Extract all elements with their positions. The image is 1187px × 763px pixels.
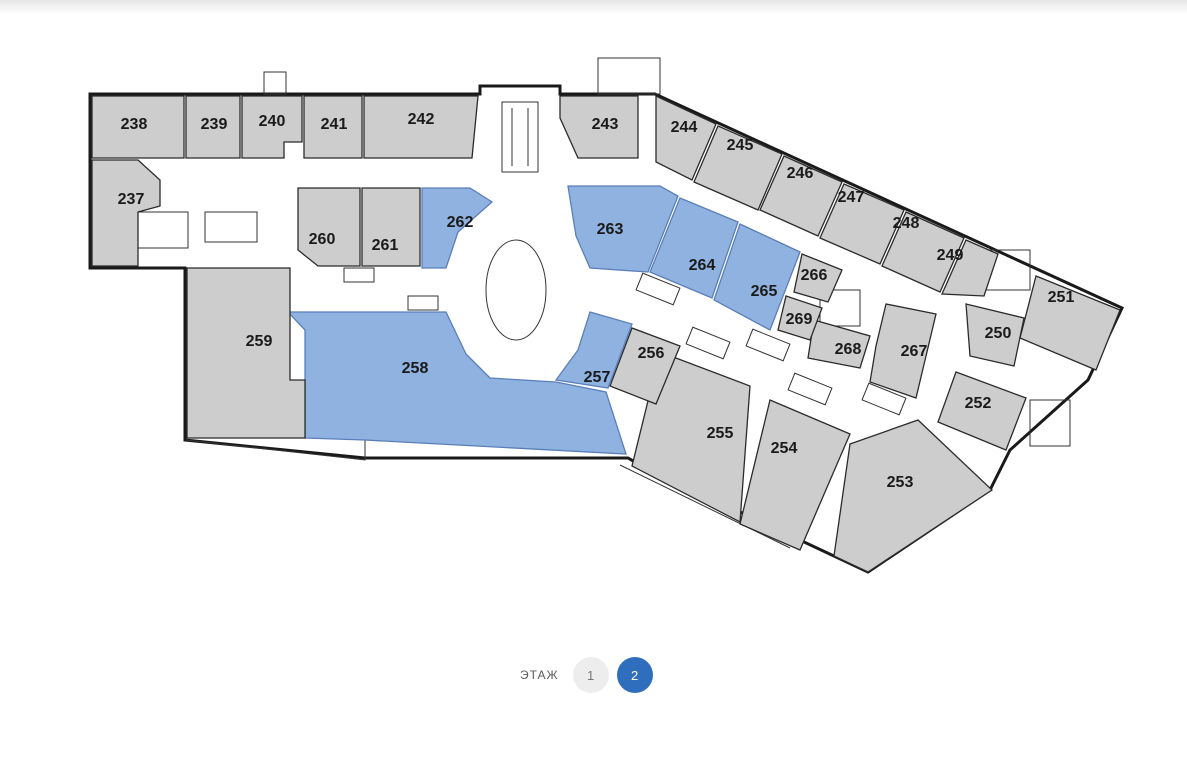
unit-259[interactable]: 259 [186,267,306,439]
unit-shape-244[interactable] [655,94,717,181]
unit-240[interactable]: 240 [241,95,303,159]
unit-shape-263[interactable] [567,185,679,273]
unit-238[interactable]: 238 [91,95,185,159]
unit-shape-268[interactable] [807,319,871,369]
unit-shape-262[interactable] [421,187,494,269]
unit-shape-265[interactable] [713,223,801,331]
unit-shape-245[interactable] [693,125,783,211]
unit-shape-241[interactable] [303,95,363,159]
unit-shape-267[interactable] [869,303,937,399]
unit-shape-254[interactable] [739,399,851,551]
unit-shape-250[interactable] [965,303,1025,367]
unit-shape-260[interactable] [297,187,361,267]
floor-2-button[interactable]: 2 [616,657,653,693]
unit-shape-266[interactable] [793,253,843,303]
unit-239[interactable]: 239 [185,95,241,159]
unit-shape-248[interactable] [881,211,965,293]
building-outline [88,57,1125,574]
unit-shape-237[interactable] [91,159,161,267]
top-bar [0,0,1187,14]
unit-shape-252[interactable] [937,371,1027,451]
unit-shape-259[interactable] [186,267,306,439]
unit-261[interactable]: 261 [361,187,421,267]
unit-267[interactable]: 267 [869,303,937,399]
unit-shape-255[interactable] [631,351,751,524]
unit-shape-257[interactable] [554,311,633,389]
unit-shape-264[interactable] [649,197,739,299]
unit-266[interactable]: 266 [793,253,843,303]
unit-shape-251[interactable] [1019,275,1121,371]
unit-243[interactable]: 243 [559,95,639,159]
unit-237[interactable]: 237 [91,159,161,267]
unit-shape-253[interactable] [833,419,994,573]
floor-switcher: ЭТАЖ 1 2 [520,657,653,693]
unit-shape-243[interactable] [559,95,639,159]
unit-shape-261[interactable] [361,187,421,267]
unit-254[interactable]: 254 [739,399,851,551]
unit-shape-246[interactable] [759,155,843,237]
unit-262[interactable]: 262 [421,187,494,269]
unit-253[interactable]: 253 [833,419,994,573]
floor-1-button[interactable]: 1 [572,657,609,693]
unit-shape-238[interactable] [91,95,185,159]
unit-260[interactable]: 260 [297,187,361,267]
unit-shape-247[interactable] [819,183,905,265]
unit-250[interactable]: 250 [965,303,1025,367]
unit-242[interactable]: 242 [363,95,479,159]
unit-shape-269[interactable] [777,295,823,341]
unit-241[interactable]: 241 [303,95,363,159]
unit-251[interactable]: 251 [1019,275,1121,371]
unit-shape-240[interactable] [241,95,303,159]
unit-268[interactable]: 268 [807,319,871,369]
unit-shape-249[interactable] [941,239,999,297]
unit-shape-256[interactable] [609,327,681,405]
floor-label: ЭТАЖ [520,668,559,682]
unit-252[interactable]: 252 [937,371,1027,451]
unit-shape-242[interactable] [363,95,479,159]
unit-shape-239[interactable] [185,95,241,159]
